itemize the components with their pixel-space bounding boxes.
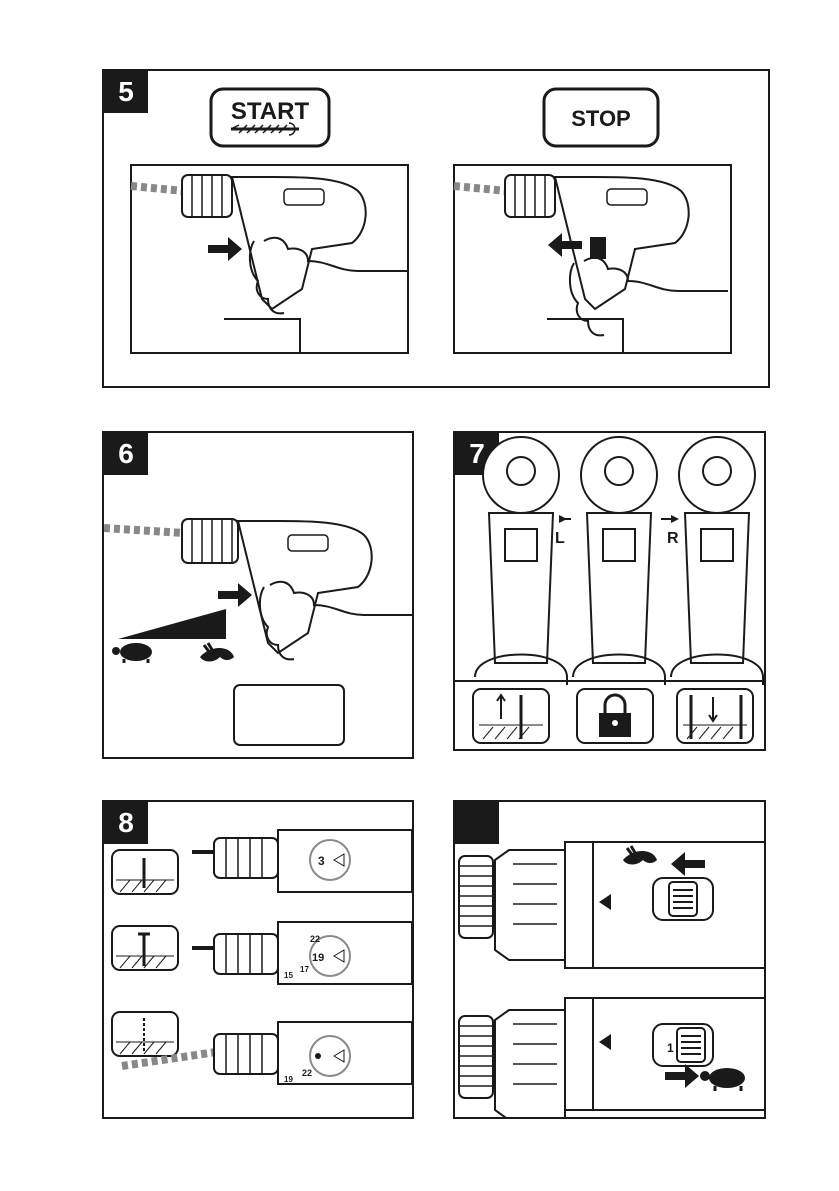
panel-8: 8 3 (102, 800, 414, 1119)
setting-screw-large-far: 15 (284, 971, 293, 980)
drill-rear-right (671, 437, 763, 685)
setting-screw-small: 3 (318, 854, 325, 868)
speed-ramp-icon (118, 609, 226, 639)
lock-icon (577, 689, 653, 743)
panel-9: 1 (453, 800, 766, 1119)
reverse-icon (473, 689, 549, 743)
panel-5: 5 START STOP (102, 69, 770, 388)
setting-screw-large-prev: 17 (300, 965, 309, 974)
setting-drill-b: 19 (284, 1075, 293, 1084)
start-label: START (231, 98, 310, 125)
chuck-row-screw-large: 19 22 17 15 (192, 922, 412, 984)
turtle-icon (112, 643, 152, 663)
panel-7-art: L R (455, 433, 766, 751)
direction-left-label: L (555, 530, 565, 547)
panel-8-art: 3 19 22 17 15 22 19 (104, 802, 414, 1119)
rabbit-icon (200, 643, 234, 662)
stop-label: STOP (571, 106, 631, 131)
screw-small-icon (112, 850, 178, 894)
direction-right-label: R (667, 530, 679, 547)
start-button-icon: START (211, 89, 329, 146)
drill-bit-icon (112, 1012, 178, 1056)
gear-low-illustration: 1 (459, 998, 765, 1119)
stop-button-icon: STOP (544, 89, 658, 146)
gear-low-label: 1 (667, 1041, 674, 1055)
screw-large-icon (112, 926, 178, 970)
panel-6: 6 (102, 431, 414, 759)
drill-mode-dot (315, 1053, 321, 1059)
panel-6-art (104, 433, 414, 759)
drill-start-illustration (131, 165, 408, 353)
setting-drill-a: 22 (302, 1068, 312, 1078)
forward-icon (677, 689, 753, 743)
setting-screw-large: 19 (312, 952, 324, 964)
setting-screw-large-next: 22 (310, 934, 320, 944)
drill-stop-illustration (454, 165, 731, 353)
chuck-row-screw-small: 3 (192, 830, 412, 892)
drill-rear-left (475, 437, 567, 685)
drill-rear-center (573, 437, 665, 685)
panel-5-art: START STOP (104, 71, 770, 388)
gear-high-illustration (459, 842, 765, 968)
panel-9-art: 1 (455, 802, 766, 1119)
panel-7: 7 L R (453, 431, 766, 751)
